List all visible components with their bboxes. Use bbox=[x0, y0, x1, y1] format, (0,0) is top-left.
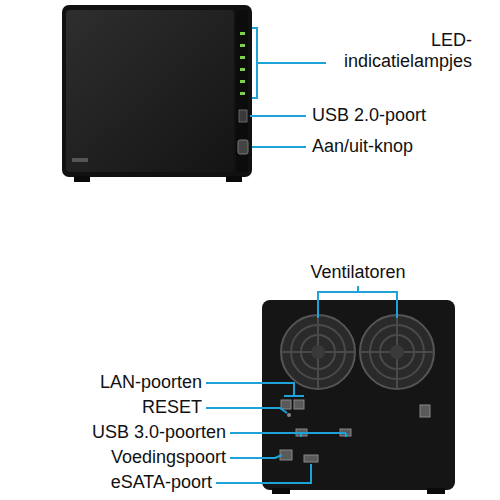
part-label: RESET bbox=[22, 397, 202, 418]
nas-front bbox=[62, 5, 252, 182]
fan bbox=[281, 315, 355, 389]
part-label: eSATA-poort bbox=[22, 472, 212, 493]
leader-lines bbox=[206, 28, 397, 483]
part-label: LAN-poorten bbox=[22, 372, 202, 393]
part-label: Voedingspoort bbox=[26, 447, 226, 468]
fan bbox=[360, 315, 434, 389]
part-label: USB 2.0-poort bbox=[312, 105, 492, 126]
part-label: USB 3.0-poorten bbox=[26, 422, 226, 443]
part-label: LED- indicatielampjes bbox=[302, 30, 472, 72]
part-label: Ventilatoren bbox=[273, 262, 443, 283]
part-label: Aan/uit-knop bbox=[312, 136, 492, 157]
